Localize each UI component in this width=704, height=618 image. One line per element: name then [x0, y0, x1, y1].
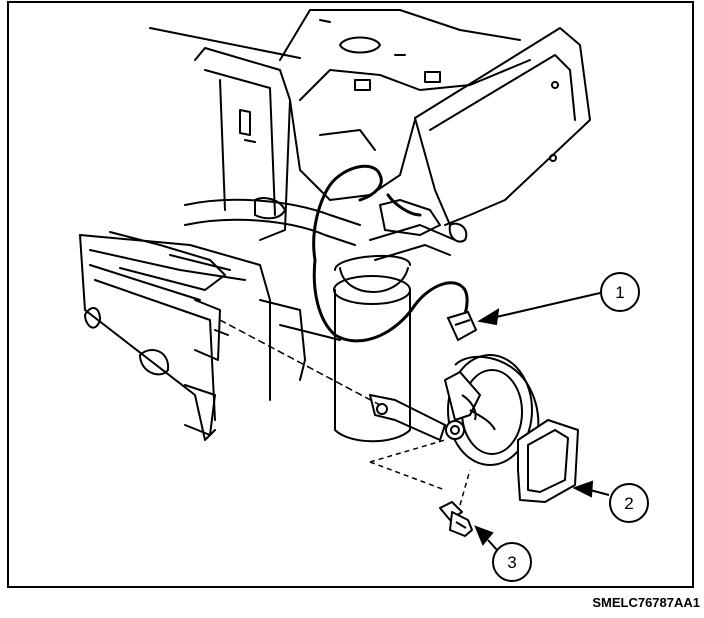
callout-leaders: [474, 292, 610, 551]
assembly-guide-lines: [369, 439, 471, 506]
vehicle-structure-drawing: [79, 9, 591, 443]
callout-1-label: 1: [615, 283, 624, 302]
callout-2: 2: [609, 483, 649, 523]
callout-3: 3: [492, 542, 532, 582]
callout-2-label: 2: [624, 494, 633, 513]
horn-wiring-harness: [312, 164, 469, 343]
horn-connector: [446, 310, 478, 342]
horn-mounting-bolt: [439, 501, 473, 537]
figure-frame: [7, 1, 694, 588]
figure-code: SMELC76787AA1: [592, 595, 700, 610]
callout-3-label: 3: [507, 553, 516, 572]
horn-assembly: [444, 354, 579, 503]
callout-1: 1: [600, 272, 640, 312]
